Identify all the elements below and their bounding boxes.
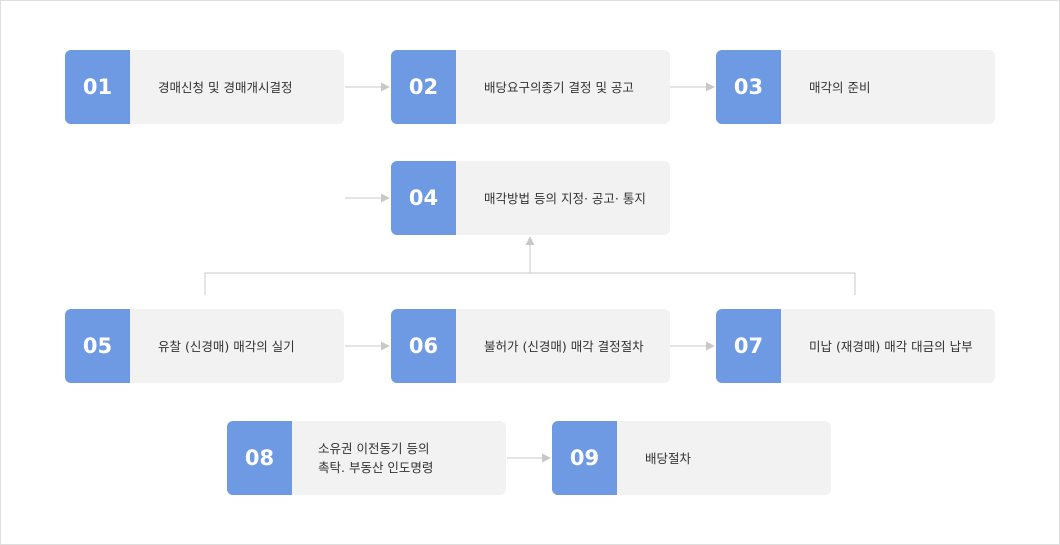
step-05: 05 유찰 (신경매) 매각의 실기 <box>65 309 344 383</box>
step-06: 06 불허가 (신경매) 매각 결정절차 <box>391 309 670 383</box>
step-label-line: 경매신청 및 경매개시결정 <box>158 79 293 95</box>
step-number: 02 <box>391 50 456 124</box>
step-number: 05 <box>65 309 130 383</box>
step-number: 04 <box>391 161 456 235</box>
step-number: 08 <box>227 421 292 495</box>
step-label-line: 미납 (재경매) 매각 대금의 납부 <box>809 338 973 354</box>
step-label-line: 불허가 (신경매) 매각 결정절차 <box>484 338 644 354</box>
step-03: 03 매각의 준비 <box>716 50 995 124</box>
step-07: 07 미납 (재경매) 매각 대금의 납부 <box>716 309 995 383</box>
step-09: 09 배당절차 <box>552 421 831 495</box>
step-label: 배당요구의종기 결정 및 공고 <box>456 50 670 124</box>
step-label: 불허가 (신경매) 매각 결정절차 <box>456 309 670 383</box>
step-number: 07 <box>716 309 781 383</box>
step-label-line: 매각의 준비 <box>809 79 871 95</box>
step-label: 배당절차 <box>617 421 831 495</box>
step-label-line: 촉탁. 부동산 인도명령 <box>318 460 434 475</box>
step-label: 미납 (재경매) 매각 대금의 납부 <box>781 309 995 383</box>
step-label-line: 소유권 이전동기 등의 <box>318 441 430 456</box>
step-label-line: 매각방법 등의 지정· 공고· 통지 <box>484 190 646 206</box>
step-label-line: 유찰 (신경매) 매각의 실기 <box>158 338 295 354</box>
step-number: 03 <box>716 50 781 124</box>
feedback-bracket <box>204 272 856 295</box>
step-label: 소유권 이전동기 등의 촉탁. 부동산 인도명령 <box>292 421 506 495</box>
step-label: 매각방법 등의 지정· 공고· 통지 <box>456 161 670 235</box>
step-label-line: 배당요구의종기 결정 및 공고 <box>484 79 634 95</box>
step-label-line: 배당절차 <box>645 450 692 466</box>
step-label: 경매신청 및 경매개시결정 <box>130 50 344 124</box>
step-number: 06 <box>391 309 456 383</box>
step-02: 02 배당요구의종기 결정 및 공고 <box>391 50 670 124</box>
step-label: 매각의 준비 <box>781 50 995 124</box>
step-08: 08 소유권 이전동기 등의 촉탁. 부동산 인도명령 <box>227 421 506 495</box>
step-04: 04 매각방법 등의 지정· 공고· 통지 <box>391 161 670 235</box>
step-number: 09 <box>552 421 617 495</box>
step-number: 01 <box>65 50 130 124</box>
step-01: 01 경매신청 및 경매개시결정 <box>65 50 344 124</box>
step-label: 유찰 (신경매) 매각의 실기 <box>130 309 344 383</box>
